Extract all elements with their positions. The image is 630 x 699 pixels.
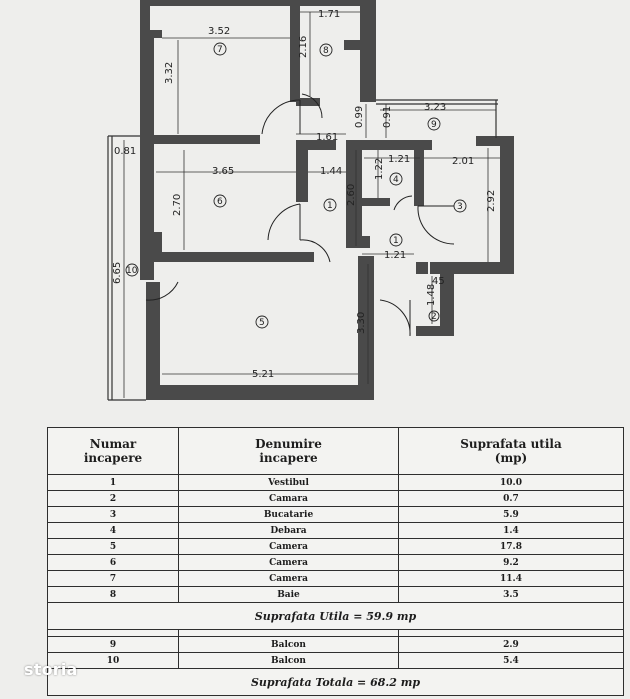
total-area-row: Suprafata Totala = 68.2 mp: [47, 668, 624, 696]
balcony-10-outline: [107, 135, 146, 401]
dim-label: 45: [432, 276, 445, 287]
room-number: 3: [457, 202, 463, 212]
cell-num: 7: [47, 570, 179, 587]
cell-name: Debara: [178, 522, 399, 539]
dim-label: 1.44: [320, 166, 342, 177]
cell-num: 4: [47, 522, 179, 539]
cell-area: 10.0: [398, 474, 624, 491]
cell-num: 2: [47, 490, 179, 507]
cell-num: 5: [47, 538, 179, 555]
dim-label: 1.21: [384, 250, 406, 261]
room-number: 1: [327, 201, 333, 211]
dim-label: 2.70: [172, 194, 183, 216]
dim-label: 2.60: [346, 184, 357, 206]
cell-name: Camera: [178, 538, 399, 555]
cell-name: Camera: [178, 554, 399, 571]
cell-area: 5.9: [398, 506, 624, 523]
cell-name: Balcon: [178, 636, 399, 653]
cell-area: 0.7: [398, 490, 624, 507]
room-number: 4: [393, 175, 399, 185]
balcony-9-outline: [376, 99, 498, 138]
room-number: 8: [323, 46, 329, 56]
cell-name: Vestibul: [178, 474, 399, 491]
room-number: 10: [126, 266, 138, 276]
storia-logo: storia: [24, 660, 78, 679]
room-markers: [125, 42, 467, 329]
cell-num: 6: [47, 554, 179, 571]
cell-num: 1: [47, 474, 179, 491]
door-swings: [145, 93, 455, 337]
floor-plan: 3.52 1.71 3.32 2.16 0.99 0.91 3.23 1.61 …: [107, 0, 514, 401]
dim-label: 3.30: [356, 312, 367, 334]
dim-label: 2.92: [486, 190, 497, 212]
table-spacer: [47, 629, 624, 637]
total-area: Suprafata Totala = 68.2 mp: [47, 668, 624, 696]
room-number: 5: [259, 318, 265, 328]
dim-label: 1.22: [374, 158, 385, 180]
dim-label: 5.21: [252, 369, 274, 380]
dim-label: 3.52: [208, 26, 230, 37]
cell-name: Camera: [178, 570, 399, 587]
cell-area: 5.4: [398, 652, 624, 669]
dimension-lines: [123, 11, 500, 398]
dim-label: 3.23: [424, 102, 446, 113]
useful-area-total: Suprafata Utila = 59.9 mp: [47, 602, 624, 630]
dim-label: 1.71: [318, 9, 340, 20]
dim-label: 0.91: [382, 106, 393, 128]
dim-label: 1.21: [388, 154, 410, 165]
dim-label: 0.81: [114, 146, 136, 157]
dim-label: 0.99: [354, 106, 365, 128]
cell-name: Bucatarie: [178, 506, 399, 523]
cell-name: Balcon: [178, 652, 399, 669]
dim-label: 3.32: [164, 62, 175, 84]
room-number: 2: [431, 312, 437, 322]
walls: [140, 0, 514, 400]
cell-area: 3.5: [398, 586, 624, 603]
cell-name: Camara: [178, 490, 399, 507]
dim-label: 3.65: [212, 166, 234, 177]
cell-area: 1.4: [398, 522, 624, 539]
room-number: 1: [393, 236, 399, 246]
dim-label: 2.16: [298, 36, 309, 58]
cell-area: 17.8: [398, 538, 624, 555]
dim-label: 6.65: [112, 262, 123, 284]
cell-num: 9: [47, 636, 179, 653]
cell-area: 11.4: [398, 570, 624, 587]
cell-num: 8: [47, 586, 179, 603]
cell-area: 9.2: [398, 554, 624, 571]
cell-num: 3: [47, 506, 179, 523]
dim-label: 2.01: [452, 156, 474, 167]
useful-area-total-row: Suprafata Utila = 59.9 mp: [47, 602, 624, 630]
room-number: 7: [217, 45, 223, 55]
cell-area: 2.9: [398, 636, 624, 653]
dim-label: 1.61: [316, 132, 338, 143]
dim-label: 1.48: [426, 284, 437, 306]
cell-name: Baie: [178, 586, 399, 603]
room-number: 6: [217, 197, 223, 207]
room-number: 9: [431, 120, 437, 130]
header-useful-area: Suprafata utila(mp): [398, 427, 624, 475]
